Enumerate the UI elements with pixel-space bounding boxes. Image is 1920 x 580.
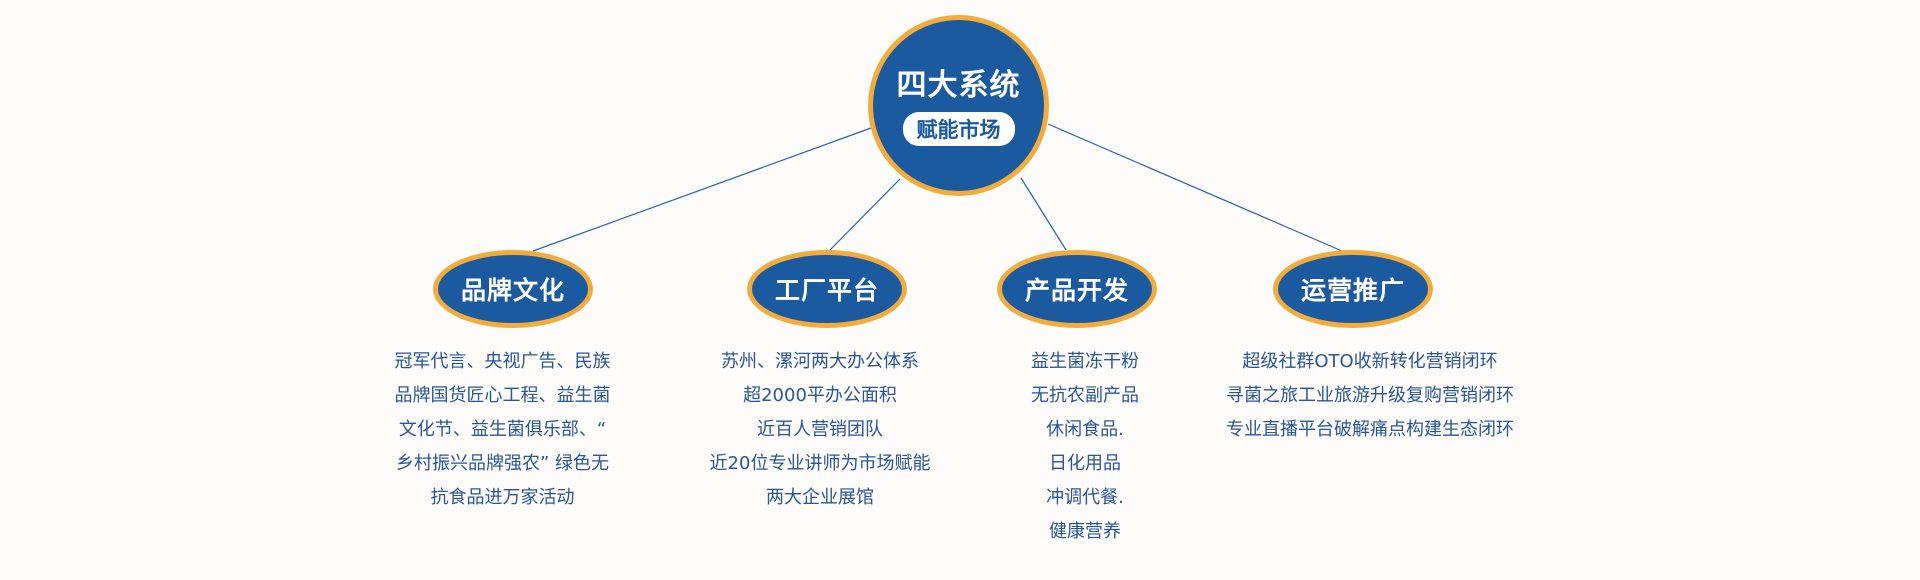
description-line: 抗食品进万家活动 (430, 487, 575, 508)
branch-description-brand: 冠军代言、央视广告、民族 品牌国货匠心工程、益生菌 文化节、益生菌俱乐部、“ 乡… (375, 345, 630, 515)
connector-line-brand (532, 127, 872, 252)
branch-node-brand: 品牌文化 (433, 250, 593, 328)
branch-node-product: 产品开发 (997, 250, 1157, 328)
description-line: 日化用品 (1049, 453, 1121, 474)
branch-description-factory: 苏州、漯河两大办公体系 超2000平办公面积 近百人营销团队 近20位专业讲师为… (680, 345, 960, 515)
description-line: 超2000平办公面积 (743, 385, 897, 406)
branch-description-product: 益生菌冻干粉 无抗农副产品 休闲食品. 日化用品 冲调代餐. 健康营养 (990, 345, 1180, 549)
description-line: 健康营养 (1049, 521, 1121, 542)
description-line: 近百人营销团队 (757, 419, 883, 440)
branch-node-factory: 工厂平台 (747, 250, 907, 328)
description-line: 文化节、益生菌俱乐部、“ (398, 419, 607, 440)
root-title: 四大系统 (896, 67, 1021, 103)
description-line: 超级社群OTO收新转化营销闭环 (1242, 351, 1498, 372)
description-line: 冠军代言、央视广告、民族 (394, 351, 611, 372)
root-subtitle-pill: 赋能市场 (902, 111, 1015, 146)
description-line: 专业直播平台破解痛点构建生态闭环 (1226, 419, 1514, 440)
description-line: 两大企业展馆 (766, 487, 874, 508)
description-line: 寻菌之旅工业旅游升级复购营销闭环 (1226, 385, 1514, 406)
description-line: 无抗农副产品 (1031, 385, 1139, 406)
description-line: 益生菌冻干粉 (1031, 351, 1139, 372)
description-line: 苏州、漯河两大办公体系 (721, 351, 919, 372)
branch-node-operations: 运营推广 (1273, 250, 1433, 328)
description-line: 冲调代餐. (1046, 487, 1124, 508)
description-line: 休闲食品. (1046, 419, 1124, 440)
description-line: 乡村振兴品牌强农” 绿色无 (395, 453, 610, 474)
connector-line-factory (829, 178, 901, 251)
description-line: 品牌国货匠心工程、益生菌 (394, 385, 611, 406)
root-node: 四大系统 赋能市场 (868, 15, 1049, 196)
description-line: 近20位专业讲师为市场赋能 (709, 453, 931, 474)
connector-line-operations (1047, 123, 1343, 252)
branch-description-operations: 超级社群OTO收新转化营销闭环 寻菌之旅工业旅游升级复购营销闭环 专业直播平台破… (1195, 345, 1545, 447)
connector-line-product (1020, 177, 1067, 251)
